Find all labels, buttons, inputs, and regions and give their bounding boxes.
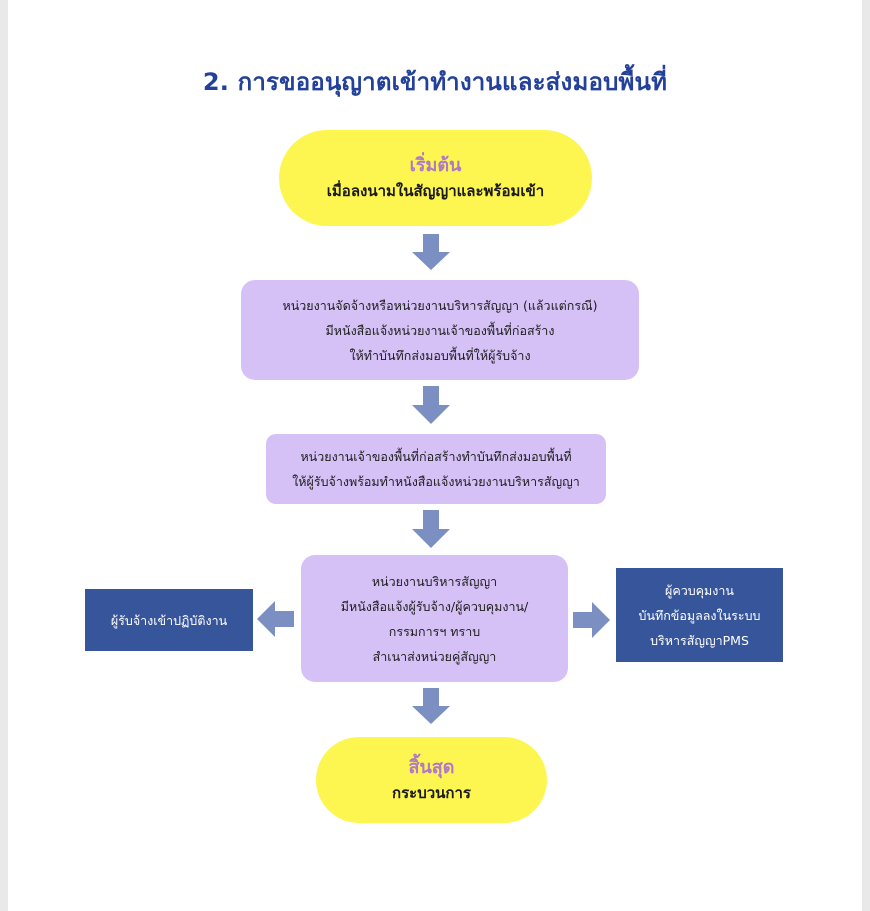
step1-line-3: ให้ทำบันทึกส่งมอบพื้นที่ให้ผู้รับจ้าง [349,347,531,363]
start-text: เมื่อลงนามในสัญญาและพร้อมเข้า [326,182,545,200]
arrow-down-1 [412,234,450,270]
step2-box: หน่วยงานเจ้าของพื้นที่ก่อสร้างทำบันทึกส่… [266,434,606,504]
right-box-line-2: บันทึกข้อมูลลงในระบบ [638,607,761,623]
start-node: เริ่มต้น เมื่อลงนามในสัญญาและพร้อมเข้า [279,130,592,226]
step2-line-1: หน่วยงานเจ้าของพื้นที่ก่อสร้างทำบันทึกส่… [300,449,572,464]
right-box-line-1: ผู้ควบคุมงาน [665,582,734,598]
right-box-line-3: บริหารสัญญาPMS [650,632,749,648]
arrow-down-4 [412,688,450,724]
step3-line-2: มีหนังสือแจ้งผู้รับจ้าง/ผู้ควบคุมงาน/ [340,598,529,614]
arrow-down-2 [412,386,450,424]
arrow-left [257,601,294,637]
start-label: เริ่มต้น [409,155,462,176]
step3-box: หน่วยงานบริหารสัญญา มีหนังสือแจ้งผู้รับจ… [301,555,568,682]
end-text: กระบวนการ [392,784,471,802]
step2-line-2: ให้ผู้รับจ้างพร้อมทำหนังสือแจ้งหน่วยงานบ… [292,474,580,489]
supervisor-record-box: ผู้ควบคุมงาน บันทึกข้อมูลลงในระบบ บริหาร… [616,568,783,662]
step1-box: หน่วยงานจัดจ้างหรือหน่วยงานบริหารสัญญา (… [241,280,639,380]
step3-line-1: หน่วยงานบริหารสัญญา [371,573,498,589]
left-box-text: ผู้รับจ้างเข้าปฏิบัติงาน [110,612,228,628]
arrow-right [573,602,610,638]
contractor-start-work-box: ผู้รับจ้างเข้าปฏิบัติงาน [85,589,253,651]
step3-line-4: สำเนาส่งหน่วยคู่สัญญา [372,648,497,664]
step3-line-3: กรรมการฯ ทราบ [388,623,481,639]
step1-line-1: หน่วยงานจัดจ้างหรือหน่วยงานบริหารสัญญา (… [282,297,598,313]
end-label: สิ้นสุด [408,757,455,778]
step1-line-2: มีหนังสือแจ้งหน่วยงานเจ้าของพื้นที่ก่อสร… [325,322,555,338]
arrow-down-3 [412,510,450,548]
end-node: สิ้นสุด กระบวนการ [316,737,547,823]
page-title: 2. การขออนุญาตเข้าทำงานและส่งมอบพื้นที่ [202,68,668,96]
